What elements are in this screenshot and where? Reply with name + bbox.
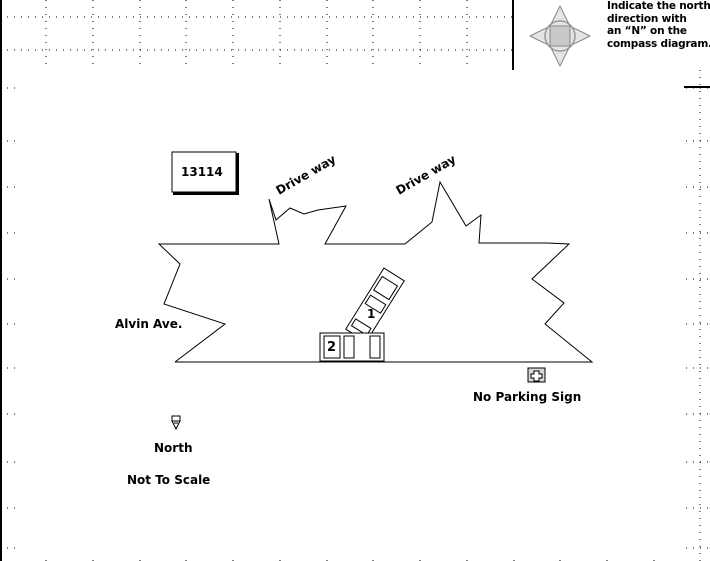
sign-plus-icon[interactable] xyxy=(527,367,546,383)
scale-note[interactable]: Not To Scale xyxy=(127,473,210,487)
road-outline xyxy=(157,180,594,363)
compass-panel: Indicate the north direction with an “N”… xyxy=(512,0,710,70)
driveway-label-right[interactable]: Drive way xyxy=(394,152,459,198)
north-arrow-icon[interactable] xyxy=(171,415,181,431)
vehicle-1-label: 1 xyxy=(367,307,375,321)
north-label[interactable]: North xyxy=(154,441,192,455)
vehicle-2-label: 2 xyxy=(327,340,336,355)
compass-rose-icon[interactable] xyxy=(528,4,592,68)
no-parking-sign-label[interactable]: No Parking Sign xyxy=(473,390,581,404)
address-box[interactable] xyxy=(171,151,237,193)
compass-instruction: Indicate the north direction with an “N”… xyxy=(607,0,710,50)
divider xyxy=(684,86,710,88)
driveway-label-left[interactable]: Drive way xyxy=(274,152,339,198)
compass-instruction-line: direction with xyxy=(607,12,687,25)
compass-instruction-line: compass diagram. xyxy=(607,37,710,50)
address-label[interactable]: 13114 xyxy=(181,165,223,179)
vehicle-2[interactable] xyxy=(319,332,385,362)
street-label[interactable]: Alvin Ave. xyxy=(115,317,182,331)
compass-instruction-line: an “N” on the xyxy=(607,25,687,37)
compass-instruction-line: Indicate the north xyxy=(607,0,710,12)
drawing-canvas[interactable] xyxy=(20,70,682,556)
vehicle-1[interactable] xyxy=(345,267,405,343)
